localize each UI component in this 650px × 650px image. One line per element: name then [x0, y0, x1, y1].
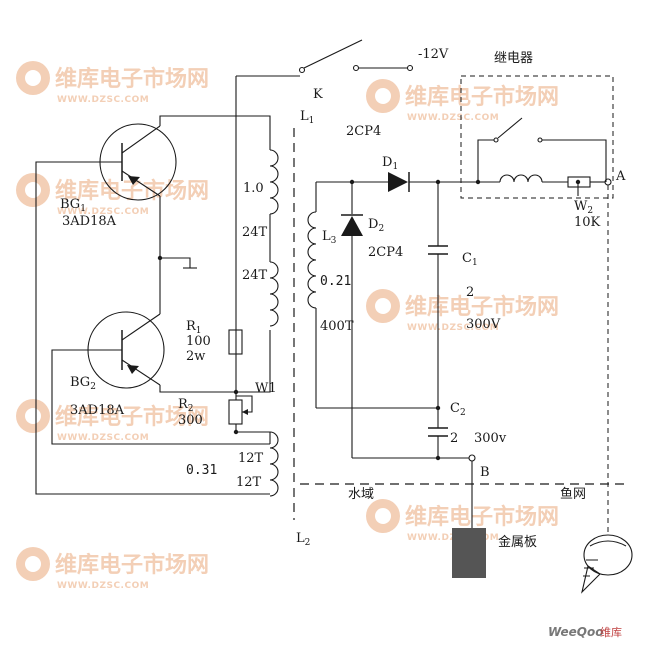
watermark-layer: 维库电子市场网 WWW.DZSC.COM 维库电子市场网 WWW.DZSC.CO… [16, 61, 559, 591]
svg-text:WWW.DZSC.COM: WWW.DZSC.COM [407, 113, 499, 123]
label-node-a: A [615, 169, 626, 184]
label-node-b: B [480, 465, 490, 480]
switch-k[interactable] [298, 39, 414, 74]
svg-text:维库电子市场网: 维库电子市场网 [55, 66, 209, 92]
transformer-primary [269, 149, 279, 497]
label-r1: R1 [186, 319, 202, 336]
label-turns-12a: 12T [238, 451, 264, 466]
svg-text:维库电子市场网: 维库电子市场网 [405, 294, 559, 320]
label-d2-type: 2CP4 [368, 245, 403, 260]
label-w2-value: 10K [574, 215, 601, 230]
label-bg1: BG1 [60, 197, 86, 214]
label-relay: 继电器 [494, 51, 533, 66]
svg-text:WWW.DZSC.COM: WWW.DZSC.COM [57, 433, 149, 443]
fish-net-icon [581, 534, 633, 594]
svg-text:维库电子市场网: 维库电子市场网 [405, 504, 559, 530]
label-r2: R2 [178, 397, 194, 414]
label-w2: W2 [574, 199, 593, 216]
label-turns-24a: 24T [242, 225, 268, 240]
secondary-wiring [307, 117, 612, 536]
label-r1-power: 2w [186, 349, 205, 364]
watermark-1: 维库电子市场网 WWW.DZSC.COM [16, 61, 209, 105]
label-w1: W1 [255, 381, 277, 396]
transistor-bg2 [84, 311, 165, 389]
watermark-7: 维库电子市场网 WWW.DZSC.COM [16, 547, 209, 591]
label-metal-plate: 金属板 [498, 534, 537, 550]
label-switch-k: K [313, 87, 323, 102]
label-turns-12b: 12T [236, 475, 262, 490]
watermark-5: 维库电子市场网 WWW.DZSC.COM [16, 399, 209, 443]
svg-text:WWW.DZSC.COM: WWW.DZSC.COM [57, 95, 149, 105]
watermark-3: 维库电子市场网 WWW.DZSC.COM [16, 173, 209, 217]
svg-text:WeeQoo: WeeQoo [548, 625, 603, 639]
label-c2-voltage: 300v [474, 431, 507, 446]
label-d1-type: 2CP4 [346, 124, 381, 139]
label-water: 水域 [348, 487, 374, 502]
label-r2-value: 300 [178, 413, 203, 428]
label-wire-1-0: 1.0 [243, 181, 264, 196]
label-c1: C1 [462, 251, 478, 268]
label-turns-400: 400T [320, 319, 354, 334]
label-l3: L3 [322, 229, 337, 246]
label-supply: -12V [418, 47, 449, 62]
svg-text:维库电子市场网: 维库电子市场网 [55, 552, 209, 578]
label-wire-0-31: 0.31 [186, 463, 217, 478]
labels: K -12V 继电器 L1 2CP4 D1 D2 2CP4 BG1 3AD18A… [60, 47, 626, 550]
label-fish-net: 鱼网 [560, 486, 586, 502]
label-bg2: BG2 [70, 375, 96, 392]
metal-plate [452, 528, 486, 578]
watermark-4: 维库电子市场网 WWW.DZSC.COM [366, 289, 559, 333]
svg-text:维库: 维库 [600, 626, 622, 639]
label-c1-value: 2 [466, 285, 474, 300]
label-l1: L1 [300, 109, 314, 126]
label-c2: C2 [450, 401, 466, 418]
svg-text:维库电子市场网: 维库电子市场网 [405, 84, 559, 110]
label-r1-value: 100 [186, 334, 211, 349]
svg-text:WWW.DZSC.COM: WWW.DZSC.COM [57, 581, 149, 591]
label-c1-voltage: 300V [466, 317, 501, 332]
footer-logo: WeeQoo 维库 [548, 625, 622, 639]
watermark-2: 维库电子市场网 WWW.DZSC.COM [366, 79, 559, 123]
left-wiring [35, 75, 300, 495]
label-turns-24b: 24T [242, 268, 268, 283]
label-l2: L2 [296, 531, 310, 548]
label-wire-0-21: 0.21 [320, 274, 351, 289]
label-c2-value: 2 [450, 431, 458, 446]
label-d1: D1 [382, 155, 398, 172]
relay-box [460, 75, 614, 199]
label-bg1-type: 3AD18A [62, 214, 117, 229]
svg-text:维库电子市场网: 维库电子市场网 [55, 404, 209, 430]
label-d2: D2 [368, 217, 384, 234]
label-bg2-type: 3AD18A [70, 403, 125, 418]
svg-text:WWW.DZSC.COM: WWW.DZSC.COM [407, 323, 499, 333]
svg-text:WWW.DZSC.COM: WWW.DZSC.COM [57, 207, 149, 217]
